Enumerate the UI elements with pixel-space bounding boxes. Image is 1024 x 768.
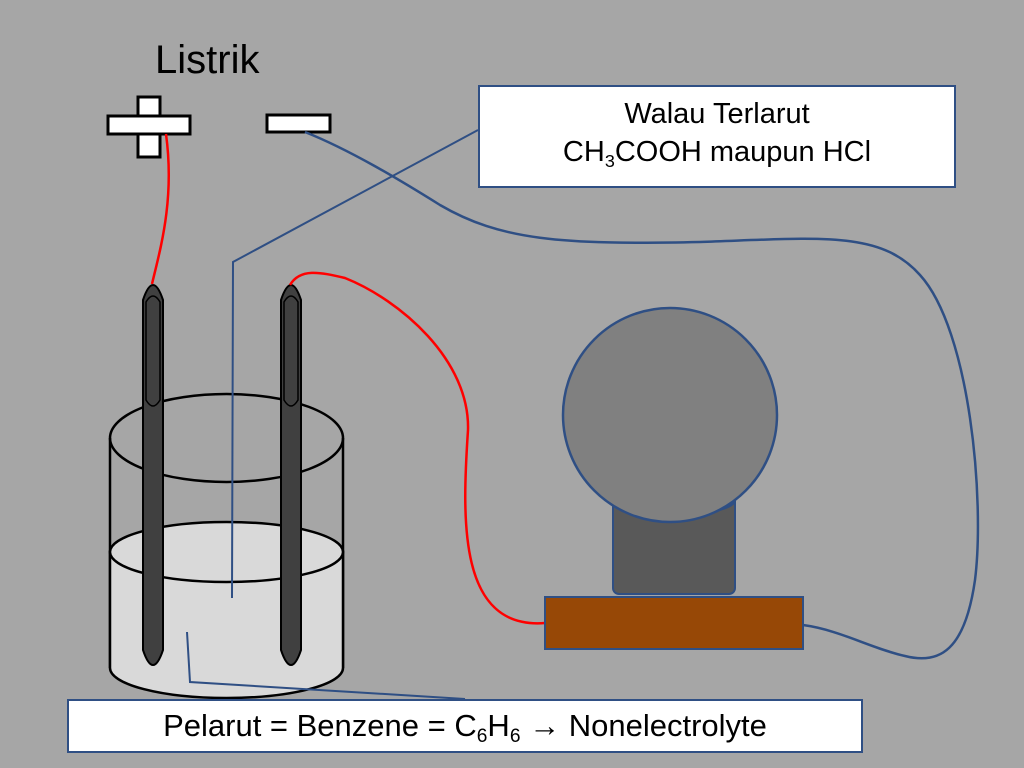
plus-terminal-icon	[106, 95, 192, 159]
note-line-2: CH3COOH maupun HCl	[562, 136, 872, 171]
power-source-title: Listrik	[155, 38, 260, 82]
light-bulb-icon	[544, 306, 804, 650]
right-arrow-icon: →	[529, 708, 561, 743]
bulb-globe	[561, 306, 779, 524]
right-electrode	[280, 284, 302, 666]
bulb-base	[544, 596, 804, 650]
left-electrode	[142, 284, 164, 666]
note-pointer-line	[231, 129, 479, 599]
note-line-1: Walau Terlarut	[624, 98, 810, 130]
blue-wire-negative	[304, 130, 980, 660]
red-wire-positive	[150, 133, 171, 285]
caption-text: Pelarut = Benzene = C6H6 → Nonelectrolyt…	[163, 708, 767, 748]
minus-terminal-icon	[265, 113, 332, 134]
beaker-rim	[108, 392, 345, 484]
solvent-caption-box: Pelarut = Benzene = C6H6 → Nonelectrolyt…	[67, 699, 863, 753]
caption-pointer-line	[186, 631, 466, 700]
red-wire-to-bulb	[288, 271, 546, 625]
note-box: Walau Terlarut CH3COOH maupun HCl	[478, 85, 956, 188]
